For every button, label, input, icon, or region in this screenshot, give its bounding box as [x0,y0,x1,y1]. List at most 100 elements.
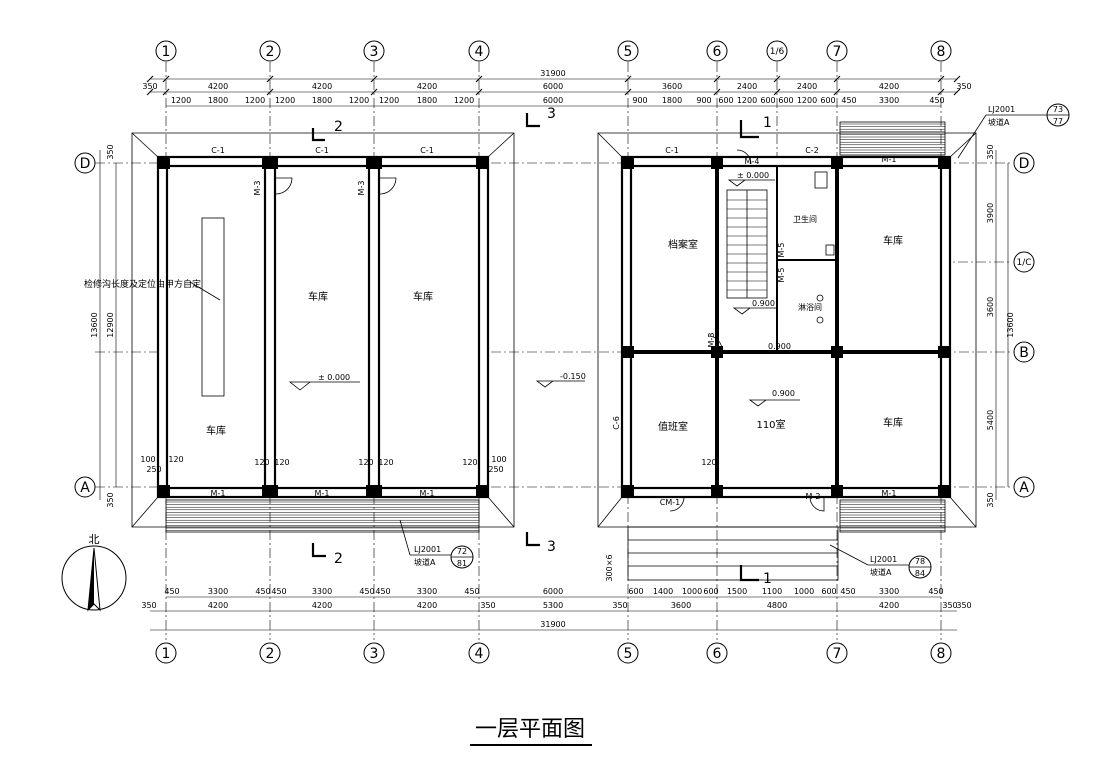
door-swing [669,496,685,512]
window-label: C-1 [211,146,225,155]
toilet-fixture [814,171,828,189]
axis-label-top: 1 [162,44,171,60]
door-swing [275,177,293,195]
door-labels: M-1 M-1 M-1 M-1 M-1 M-2 M-3 M-3 M-3 M-4 … [211,155,897,507]
dimensions-left: 350 13600 12900 350 [90,144,117,508]
dim-tick [937,88,945,96]
north-arrow: 北 [61,533,127,612]
axis-label-top: 6 [713,44,722,60]
dim-top: 600 [820,96,835,105]
axis-label-top: 4 [475,44,484,60]
left-building [156,155,490,499]
dim-bottom: 350 [480,601,495,610]
axis-label-top: 3 [370,44,379,60]
axis-label-bottom: 7 [833,646,842,662]
dim-top: 1200 [379,96,399,105]
dim-tick [266,88,274,96]
dim-bottom: 1000 [682,587,702,596]
room-labels: 车库 车库 车库 档案室 值班室 110室 车库 车库 卫生间 淋浴间 [206,214,903,437]
drawing-title: 一层平面图 [470,717,592,746]
dim-tick [370,75,378,83]
dim-right: 350 [986,144,995,159]
level-mark: 0.900 [768,342,791,351]
dim-bottom: 350 [942,601,957,610]
dim-top: 4200 [417,82,437,91]
axis-label-top: 5 [624,44,633,60]
dim-bottom: 350 [141,601,156,610]
room-label-garage: 车库 [883,416,903,429]
dim-tick [624,88,632,96]
door-label: M-5 [777,243,786,258]
dim-bottom: 450 [464,587,479,596]
wall-dim: 120 [168,455,183,464]
section-mark: 1 [763,115,772,131]
level-mark: 0.900 [752,299,775,308]
axis-label-left: A [80,480,90,496]
level-mark: ± 0.000 [318,373,350,382]
dim-bottom: 4800 [767,601,787,610]
page-title: 一层平面图 [475,717,585,742]
dim-tick [713,75,721,83]
axis-label-bottom: 4 [475,646,484,662]
dim-bottom: 1100 [762,587,782,596]
dim-top: 600 [760,96,775,105]
window-labels: C-1 C-1 C-1 C-1 C-2 C-6 [211,146,819,430]
inspection-pit [201,217,225,397]
shower-head [816,294,824,302]
door-label: M-1 [882,489,897,498]
room-label-110: 110室 [756,418,785,431]
axis-bubbles-bottom: 1 2 3 4 5 6 7 8 [155,642,952,664]
dim-tick [773,75,781,83]
dim-top: 450 [929,96,944,105]
ramps: 300×6 [165,121,946,582]
dim-top: 1200 [245,96,265,105]
door-swing [379,177,397,195]
dim-tick [624,75,632,83]
dim-right: 350 [986,492,995,507]
axis-label-right: 1/C [1016,258,1031,268]
dim-tick [266,75,274,83]
dim-bottom: 4200 [417,601,437,610]
dim-left: 13600 [90,312,99,337]
axis-label-bottom: 3 [370,646,379,662]
room-label-garage: 车库 [308,290,328,303]
detail-ref: LJ2001 [414,545,441,554]
wall-dim: 120 [462,458,477,467]
detail-callout: LJ2001 坡道A 72 81 [399,519,474,569]
door-label: M-1 [315,489,330,498]
wall-dim: 100 [491,455,506,464]
dim-tick [370,88,378,96]
window-label: C-1 [665,146,679,155]
wall-dim: 100 [140,455,155,464]
dim-left: 350 [106,492,115,507]
detail-callout: LJ2001 坡道A 73 77 [957,103,1070,159]
wall-dim: 120 [274,458,289,467]
dim-top: 450 [841,96,856,105]
dim-top: 1200 [737,96,757,105]
axis-label-top: 1/6 [770,47,785,57]
detail-ref: LJ2001 [870,555,897,564]
axis-label-bottom: 6 [713,646,722,662]
axis-label-top: 8 [937,44,946,60]
dim-tick [162,75,170,83]
section-marks: 2 2 3 3 1 1 [311,106,772,587]
dim-top: 2400 [797,82,817,91]
detail-num: 72 [457,547,467,556]
dim-top: 1200 [797,96,817,105]
level-mark: -0.150 [560,372,586,381]
dim-bottom: 450 [271,587,286,596]
dim-tick [713,88,721,96]
dim-bottom: 450 [375,587,390,596]
room-label-garage: 车库 [206,424,226,437]
room-label-garage: 车库 [883,234,903,247]
window-label: C-1 [315,146,329,155]
pit-note: 检修沟长度及定位由甲方自定 [84,278,221,301]
axis-label-right: D [1019,156,1030,172]
dim-top: 4200 [312,82,332,91]
axis-label-top: 2 [266,44,275,60]
dim-top: 4200 [208,82,228,91]
compass-icon [61,545,127,611]
level-marks: ± 0.000 ± 0.000 -0.150 0.900 0.900 0.900 [288,171,800,407]
dim-tick [953,75,961,83]
